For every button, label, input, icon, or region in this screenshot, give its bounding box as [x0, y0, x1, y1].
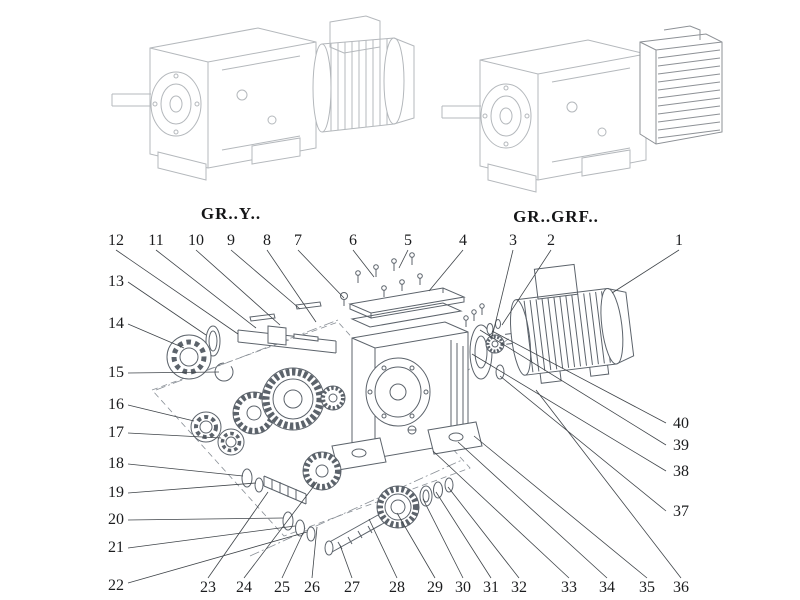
callout-13: 13	[108, 273, 124, 290]
callout-32: 32	[511, 579, 527, 596]
shim-washer	[486, 323, 494, 335]
callout-14: 14	[108, 315, 124, 332]
callout-33: 33	[561, 579, 577, 596]
gear-cover-face	[150, 71, 202, 137]
callout-35: 35	[639, 579, 655, 596]
vent-plug	[340, 292, 348, 306]
washer	[433, 481, 443, 499]
washer	[241, 468, 253, 488]
second-stage-gear-assembly	[324, 477, 454, 556]
callout-10: 10	[188, 232, 204, 249]
shaft-key	[295, 301, 322, 310]
helical-gear-medium	[302, 451, 342, 491]
flange-bolts	[463, 303, 485, 327]
input-pinion	[485, 334, 505, 354]
callout-26: 26	[304, 579, 320, 596]
motor-feet	[539, 365, 610, 384]
callout-3: 3	[509, 232, 517, 249]
callout-16: 16	[108, 396, 124, 413]
callout-29: 29	[427, 579, 443, 596]
ball-bearing	[217, 428, 245, 456]
callout-18: 18	[108, 455, 124, 472]
input-flange	[469, 324, 493, 380]
callout-4: 4	[459, 232, 467, 249]
callout-9: 9	[227, 232, 235, 249]
output-shaft-stub	[441, 105, 481, 119]
washer	[254, 477, 264, 493]
callout-31: 31	[483, 579, 499, 596]
input-side-parts	[463, 303, 505, 380]
callout-40: 40	[673, 415, 689, 432]
output-shaft-assembly	[166, 301, 337, 382]
callout-28: 28	[389, 579, 405, 596]
callout-21: 21	[108, 539, 124, 556]
pinion-gear-small	[320, 385, 346, 411]
exploded-view	[115, 249, 682, 584]
callout-24: 24	[236, 579, 252, 596]
helical-gear-output	[376, 485, 420, 529]
electric-motor	[505, 263, 635, 384]
callout-1: 1	[675, 232, 683, 249]
callout-20: 20	[108, 511, 124, 528]
helical-gear-large	[261, 367, 325, 431]
housing-bore	[365, 357, 431, 427]
callout-22: 22	[108, 577, 124, 594]
ball-bearing-small	[419, 485, 433, 507]
callout-34: 34	[599, 579, 615, 596]
retaining-ring	[495, 364, 505, 380]
callout-12: 12	[108, 232, 124, 249]
callout-11: 11	[148, 232, 163, 249]
shaft-key	[249, 313, 276, 322]
drain-plug	[407, 425, 417, 435]
washer	[444, 477, 454, 493]
callout-19: 19	[108, 484, 124, 501]
callout-39: 39	[673, 437, 689, 454]
mounting-foot	[427, 421, 483, 455]
motor-shaft-stub	[505, 333, 513, 345]
output-shaft-stub	[111, 93, 151, 107]
callout-25: 25	[274, 579, 290, 596]
callout-38: 38	[673, 463, 689, 480]
gearmotor-illustration-gr-y	[111, 15, 415, 181]
callout-8: 8	[263, 232, 271, 249]
callout-27: 27	[344, 579, 360, 596]
callout-15: 15	[108, 364, 124, 381]
callout-17: 17	[108, 424, 124, 441]
electric-motor-round	[312, 15, 415, 133]
cover-bolts	[340, 252, 423, 306]
callout-23: 23	[200, 579, 216, 596]
ball-bearing	[190, 411, 222, 443]
housing-top-cover	[348, 287, 466, 328]
gearmotor-illustration-gr-grf	[441, 25, 723, 193]
callout-30: 30	[455, 579, 471, 596]
output-shaft	[237, 325, 337, 354]
gearbox-housing	[331, 321, 483, 471]
gear-cluster	[190, 367, 346, 456]
callout-37: 37	[673, 503, 689, 520]
pinion-shaft	[324, 514, 385, 556]
splined-pinion-shaft	[263, 475, 307, 505]
terminal-box	[533, 263, 579, 300]
callout-6: 6	[349, 232, 357, 249]
callout-36: 36	[673, 579, 689, 596]
model-label-right: GR..GRF..	[513, 207, 599, 226]
leader-lines	[115, 249, 682, 584]
callout-7: 7	[294, 232, 302, 249]
ring-washer	[295, 519, 305, 537]
model-label-left: GR..Y..	[201, 204, 261, 223]
gear-cover-face	[480, 83, 532, 149]
electric-motor-finned-box	[639, 25, 723, 145]
callout-numbers: 12 11 10 9 8 7 6 5 4 3 2 1 13 14 15 16 1…	[108, 232, 689, 596]
ring-washer	[306, 526, 316, 542]
callout-2: 2	[547, 232, 555, 249]
intermediate-shaft-assembly	[241, 451, 342, 542]
ball-bearing-large	[166, 334, 212, 380]
callout-5: 5	[404, 232, 412, 249]
